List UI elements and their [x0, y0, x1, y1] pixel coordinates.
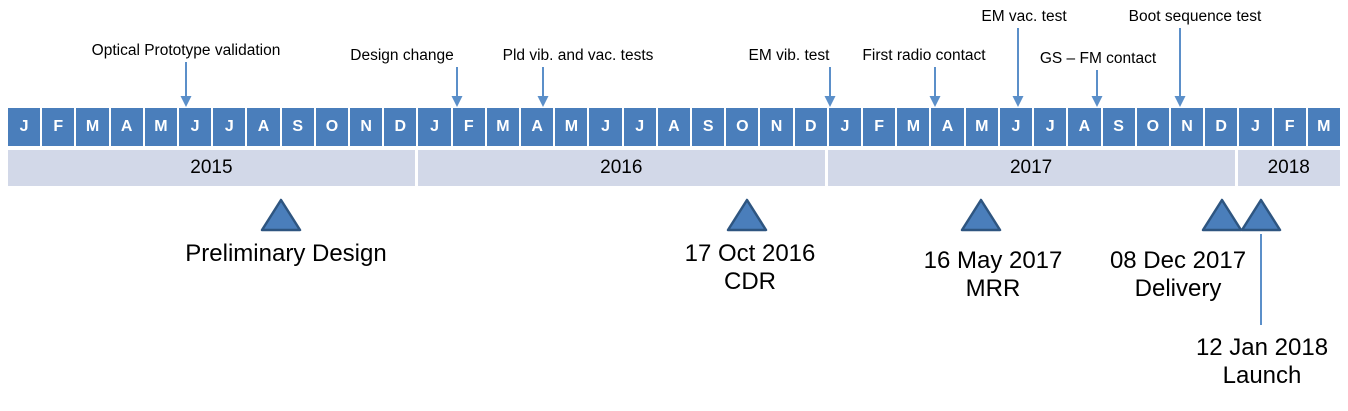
month-cell[interactable]: A — [110, 108, 145, 146]
month-cell[interactable]: J — [589, 108, 624, 146]
milestone-label-line: 12 Jan 2018 — [1195, 334, 1329, 361]
milestone-label-line: 08 Dec 2017 — [1109, 247, 1247, 274]
month-cell[interactable]: O — [1136, 108, 1171, 146]
month-cell[interactable]: N — [1170, 108, 1206, 146]
month-cell[interactable]: J — [1034, 108, 1069, 146]
month-cell[interactable]: F — [1273, 108, 1308, 146]
milestone-marker-triangle-icon[interactable] — [1240, 198, 1282, 237]
month-cell[interactable]: M — [555, 108, 590, 146]
month-cell[interactable]: S — [692, 108, 727, 146]
month-cell[interactable]: J — [418, 108, 453, 146]
milestone-label-line: 17 Oct 2016 — [684, 240, 816, 267]
month-cell[interactable]: M — [1307, 108, 1340, 146]
month-cell[interactable]: N — [760, 108, 795, 146]
milestone-marker-triangle-icon[interactable] — [1201, 198, 1243, 237]
annotation-label: Boot sequence test — [1128, 8, 1262, 25]
year-cell[interactable]: 2018 — [1237, 150, 1340, 186]
milestone-label-line: CDR — [723, 268, 776, 296]
month-cell[interactable]: O — [726, 108, 761, 146]
annotation-label: EM vac. test — [981, 8, 1067, 25]
milestone-label-line: Preliminary Design — [185, 240, 387, 267]
annotation-label: EM vib. test — [748, 47, 830, 64]
month-cell[interactable]: J — [1239, 108, 1274, 146]
milestone-connector-line — [1260, 234, 1262, 325]
year-cell[interactable]: 2016 — [417, 150, 828, 186]
annotation-arrow-down-icon — [535, 67, 551, 112]
month-cell[interactable]: F — [863, 108, 898, 146]
month-cell[interactable]: J — [999, 108, 1035, 146]
annotation-arrow-down-icon — [1089, 70, 1105, 112]
annotation-arrow-down-icon — [1172, 28, 1188, 112]
milestone-marker-triangle-icon[interactable] — [960, 198, 1002, 237]
milestone-marker-triangle-icon[interactable] — [260, 198, 302, 237]
month-cell[interactable]: J — [179, 108, 214, 146]
month-cell[interactable]: M — [144, 108, 180, 146]
month-cell[interactable]: M — [76, 108, 111, 146]
annotation-arrow-down-icon — [927, 67, 943, 112]
month-cell[interactable]: S — [1102, 108, 1137, 146]
annotation-arrow-down-icon — [822, 67, 838, 112]
month-cell[interactable]: N — [350, 108, 385, 146]
month-cell[interactable]: M — [486, 108, 522, 146]
month-cell[interactable]: D — [1205, 108, 1240, 146]
annotation-arrow-down-icon — [1010, 28, 1026, 112]
annotation-label: Optical Prototype validation — [91, 42, 281, 59]
month-cell[interactable]: A — [521, 108, 556, 146]
month-cell[interactable]: J — [828, 108, 864, 146]
month-cell[interactable]: O — [315, 108, 351, 146]
month-cell[interactable]: J — [213, 108, 248, 146]
month-cell[interactable]: A — [1068, 108, 1103, 146]
month-cell[interactable]: M — [965, 108, 1000, 146]
month-cell[interactable]: A — [931, 108, 966, 146]
annotation-label: GS – FM contact — [1039, 50, 1157, 67]
month-cell[interactable]: D — [794, 108, 829, 146]
annotation-label: Pld vib. and vac. tests — [502, 47, 654, 64]
month-cell[interactable]: J — [623, 108, 658, 146]
annotation-label: Design change — [350, 47, 454, 64]
annotation-label: First radio contact — [862, 47, 986, 64]
milestone-label-line: Delivery — [1134, 275, 1222, 303]
year-cell[interactable]: 2017 — [827, 150, 1238, 186]
month-cell[interactable]: F — [452, 108, 487, 146]
month-cell[interactable]: A — [247, 108, 282, 146]
milestone-label: Preliminary Design — [185, 240, 386, 268]
milestone-label-line: 16 May 2017 — [923, 247, 1063, 274]
year-cell[interactable]: 2015 — [8, 150, 418, 186]
milestone-marker-triangle-icon[interactable] — [726, 198, 768, 237]
annotation-arrow-down-icon — [449, 67, 465, 112]
milestone-label-line: MRR — [965, 275, 1021, 303]
month-cell[interactable]: S — [281, 108, 316, 146]
month-cell[interactable]: A — [657, 108, 693, 146]
annotation-arrow-down-icon — [178, 62, 194, 112]
milestone-label-line: Launch — [1222, 362, 1302, 390]
month-cell[interactable]: F — [42, 108, 77, 146]
month-cell[interactable]: D — [384, 108, 419, 146]
month-cell[interactable]: J — [8, 108, 43, 146]
month-cell[interactable]: M — [897, 108, 932, 146]
